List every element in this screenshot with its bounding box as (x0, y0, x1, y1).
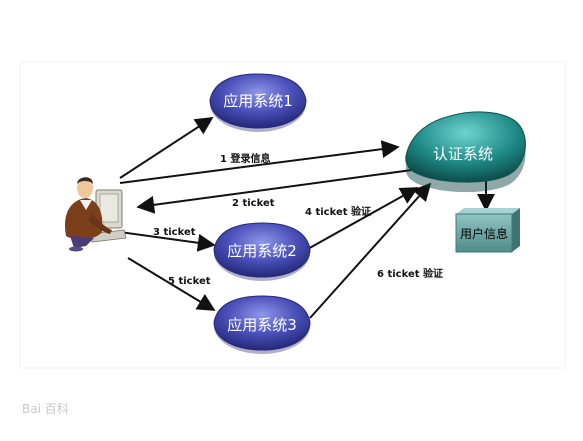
edge-4-label: 4 ticket 验证 (305, 205, 371, 218)
edge-5-ticket (127, 257, 216, 311)
edge-1-label: 1 登录信息 (220, 152, 270, 165)
node-app2-label: 应用系统2 (227, 242, 297, 260)
node-auth: 认证系统 (405, 111, 526, 193)
node-auth-label: 认证系统 (433, 145, 493, 163)
node-app2: 应用系统2 (213, 222, 311, 281)
edge-3-label: 3 ticket (153, 227, 196, 238)
node-userinfo: 用户信息 (455, 208, 520, 253)
edge-2-label: 2 ticket (232, 198, 275, 209)
edges (119, 117, 495, 319)
edge-2-ticket (136, 169, 413, 214)
node-app3: 应用系统3 (213, 295, 311, 354)
edge-user-to-app1 (119, 117, 214, 179)
edge-5-label: 5 ticket (168, 276, 211, 287)
node-app1-label: 应用系统1 (223, 92, 293, 110)
edge-4-ticket-verify (305, 187, 419, 251)
user-computer-icon (64, 177, 127, 252)
baidu-watermark: Bai 百科 (22, 402, 69, 416)
edge-3-ticket (119, 231, 216, 252)
edge-1-login-info (119, 140, 400, 184)
node-app1: 应用系统1 (209, 73, 307, 132)
edge-6-ticket-verify (309, 182, 432, 319)
edge-6-label: 6 ticket 验证 (377, 267, 443, 280)
diagram-frame (19, 61, 566, 369)
node-userinfo-label: 用户信息 (460, 226, 508, 241)
node-app3-label: 应用系统3 (227, 316, 297, 334)
